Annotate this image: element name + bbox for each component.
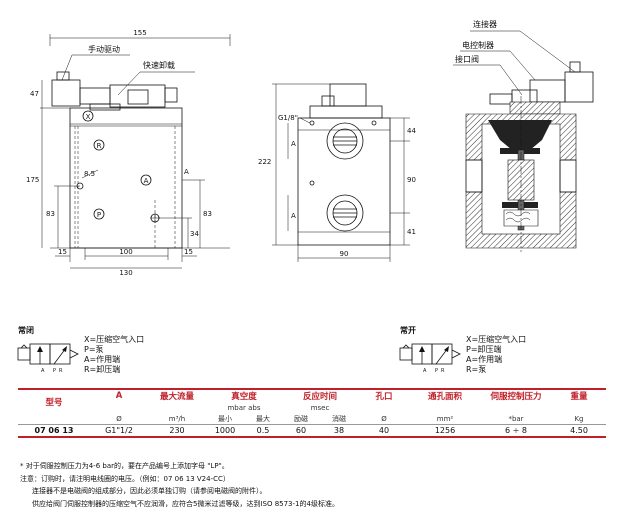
note-air-quality: 供应给阀门伺服控制器的压缩空气不应润滑，应符合5微米过滤等级，达到ISO 857…	[32, 499, 339, 508]
col-weight: 重量	[552, 388, 606, 402]
spec-subunit-row: Ø m³/h 最小 最大 励磁 消磁 Ø mm² *bar Kg	[18, 413, 606, 425]
dim-83-right: 83	[203, 210, 212, 218]
sub-max: 最大	[256, 414, 270, 423]
unit-area: mm²	[436, 414, 454, 423]
cell-weight: 4.50	[552, 424, 606, 438]
dim-44: 44	[407, 127, 416, 135]
symbol-normally-open: 常开 A P R X=压缩空气入口 P=卸压端 A=作用端 R=泵	[399, 325, 526, 374]
cell-servo: 6 ÷ 8	[480, 424, 552, 438]
svg-text:R: R	[59, 368, 63, 374]
cell-a: G1"1/2	[90, 424, 148, 438]
port-a-top: A	[291, 140, 296, 148]
dim-175: 175	[26, 176, 39, 184]
unit-servo: *bar	[508, 414, 524, 423]
dim-15-left: 15	[58, 248, 67, 256]
cell-model: 07 06 13	[18, 424, 90, 438]
no-legend-p: P=卸压端	[466, 344, 502, 354]
front-view-drawing: 155 手动驱动 快速卸载 X R A P	[26, 29, 231, 277]
cell-resp-on: 60	[282, 424, 320, 438]
dim-83-left: 83	[46, 210, 55, 218]
cross-section-drawing: 连接器 电控制器 接口阀	[453, 19, 594, 252]
label-controller: 电控制器	[462, 40, 494, 50]
unit-flow: m³/h	[168, 414, 186, 423]
side-view-drawing: G1/8" 222 A A 44 90 41 90	[258, 83, 416, 262]
dim-41: 41	[407, 228, 416, 236]
unit-response: msec	[310, 403, 330, 412]
port-p-label: P	[97, 211, 101, 219]
symbol-no-title: 常开	[400, 325, 416, 335]
svg-text:A: A	[423, 368, 427, 374]
col-response: 反应时间	[282, 388, 358, 402]
label-quick-unload: 快速卸载	[143, 60, 175, 70]
unit-vacuum: mbar abs	[227, 403, 261, 412]
svg-text:R: R	[441, 368, 445, 374]
label-manual-drive: 手动驱动	[88, 44, 120, 54]
unit-a: Ø	[116, 414, 122, 423]
side-a-label: A	[184, 168, 189, 176]
note-connector: 连接器不是电磁阀的组成部分，因此必须单独订购（请参阅电磁阀的附件）。	[32, 487, 267, 495]
symbol-nc-title: 常闭	[18, 325, 34, 335]
port-a-label: A	[144, 177, 149, 185]
spec-unit-row: mbar abs msec	[18, 402, 606, 413]
thread-g18: G1/8"	[278, 114, 298, 122]
cell-flow: 230	[148, 424, 206, 438]
unit-orifice: Ø	[381, 414, 387, 423]
dim-100: 100	[119, 248, 132, 256]
svg-text:P: P	[435, 368, 438, 374]
nc-legend-p: P=泵	[84, 345, 104, 354]
cell-area: 1256	[410, 424, 480, 438]
dim-47: 47	[30, 90, 39, 98]
sub-min: 最小	[218, 414, 232, 423]
note-voltage: 注意：订购时，请注明电线圈的电压。（例如：07 06 13 V24-CC）	[20, 474, 230, 483]
col-flow: 最大流量	[148, 388, 206, 402]
nc-legend-a: A=作用端	[84, 354, 120, 364]
note-lp: * 对于伺服控制压力为4-6 bar的，要在产品编号上添加字母 "LP"。	[20, 462, 229, 470]
dim-34: 34	[190, 230, 199, 238]
symbol-normally-closed: 常闭 A P R X=压缩空气入口 P=泵 A=作用端 R=卸压端	[17, 325, 144, 374]
nc-legend-x: X=压缩空气入口	[84, 334, 144, 344]
dim-15-right: 15	[184, 248, 193, 256]
label-interface-valve: 接口阀	[455, 54, 479, 64]
col-vacuum: 真空度	[206, 388, 282, 402]
dim-130: 130	[119, 269, 132, 277]
notes-block: * 对于伺服控制压力为4-6 bar的，要在产品编号上添加字母 "LP"。 注意…	[20, 460, 339, 510]
no-legend-a: A=作用端	[466, 354, 502, 364]
port-x-label: X	[86, 113, 91, 121]
cell-vac-max: 0.5	[244, 424, 282, 438]
dim-90-horizontal: 90	[340, 250, 349, 258]
col-area: 通孔面积	[410, 388, 480, 402]
port-a-bottom: A	[291, 212, 296, 220]
col-servo: 伺服控制压力	[480, 388, 552, 413]
spec-table: 型号 A 最大流量 真空度 反应时间 孔口 通孔面积 伺服控制压力 重量 mba…	[18, 388, 606, 438]
label-connector: 连接器	[473, 19, 497, 29]
col-orifice: 孔口	[358, 388, 410, 402]
port-r-label: R	[97, 142, 102, 150]
col-model: 型号	[18, 388, 90, 413]
col-a: A	[90, 388, 148, 402]
svg-text:A: A	[41, 368, 45, 374]
table-row: 07 06 13 G1"1/2 230 1000 0.5 60 38 40 12…	[18, 424, 606, 438]
spec-header-row: 型号 A 最大流量 真空度 反应时间 孔口 通孔面积 伺服控制压力 重量	[18, 388, 606, 413]
cell-orifice: 40	[358, 424, 410, 438]
svg-text:P: P	[53, 368, 56, 374]
no-legend-x: X=压缩空气入口	[466, 334, 526, 344]
unit-weight: Kg	[574, 414, 584, 423]
no-legend-r: R=泵	[466, 365, 486, 374]
dim-222: 222	[258, 158, 271, 166]
dim-155: 155	[133, 29, 146, 37]
cell-resp-off: 38	[320, 424, 358, 438]
cell-vac-min: 1000	[206, 424, 244, 438]
dim-90-vertical: 90	[407, 176, 416, 184]
sub-release: 消磁	[332, 414, 346, 423]
sub-excite: 励磁	[294, 414, 308, 423]
nc-legend-r: R=卸压端	[84, 364, 120, 374]
